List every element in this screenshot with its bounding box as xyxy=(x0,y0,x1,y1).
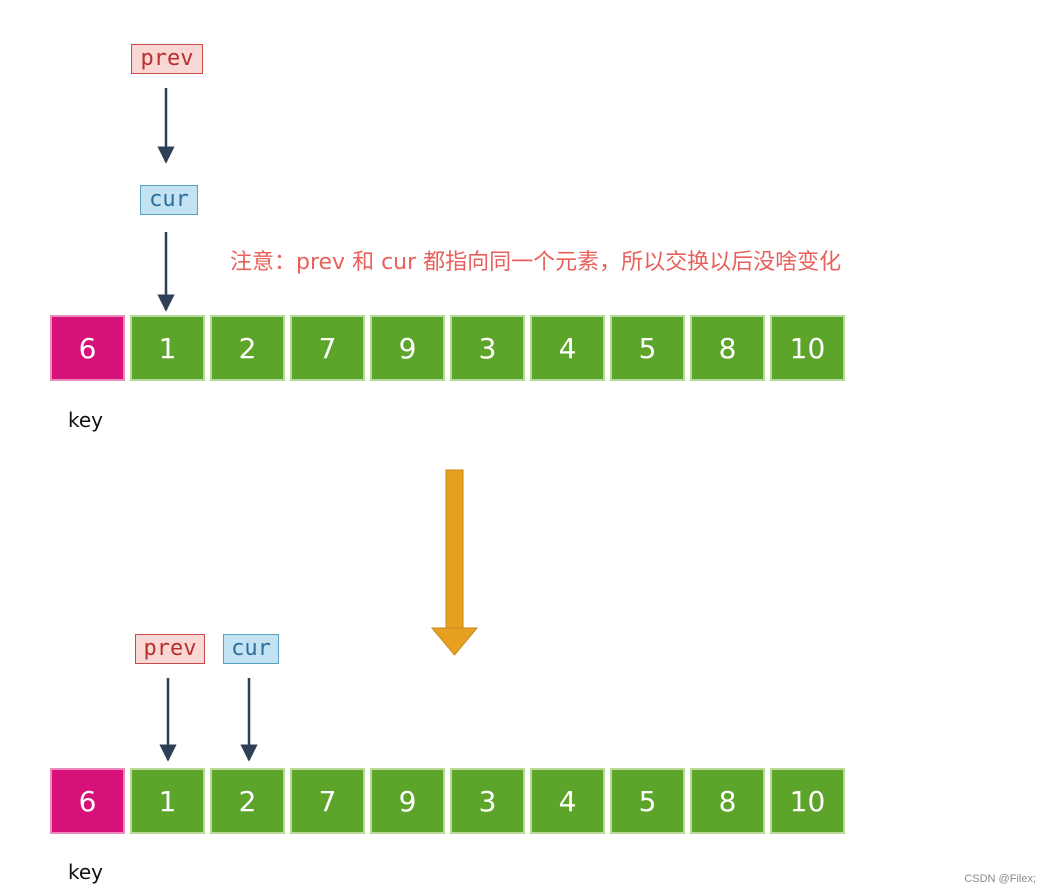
array-cell-key: 6 xyxy=(50,315,125,381)
prev-pointer-label-top: prev xyxy=(131,44,203,74)
array-cell: 2 xyxy=(210,315,285,381)
array-cell: 8 xyxy=(690,768,765,834)
array-cell: 10 xyxy=(770,315,845,381)
array-cell: 1 xyxy=(130,315,205,381)
array-cell: 3 xyxy=(450,768,525,834)
array-cell: 8 xyxy=(690,315,765,381)
array-top: 6 1 2 7 9 3 4 5 8 10 xyxy=(50,315,845,381)
note-text: 注意：prev 和 cur 都指向同一个元素，所以交换以后没啥变化 xyxy=(230,250,842,275)
array-bottom: 6 1 2 7 9 3 4 5 8 10 xyxy=(50,768,845,834)
array-cell: 4 xyxy=(530,768,605,834)
array-cell: 2 xyxy=(210,768,285,834)
key-label-bottom: key xyxy=(68,860,104,884)
array-cell: 10 xyxy=(770,768,845,834)
array-cell: 7 xyxy=(290,315,365,381)
key-label-top: key xyxy=(68,408,104,432)
transition-down-arrow xyxy=(430,469,479,656)
array-cell: 4 xyxy=(530,315,605,381)
array-cell-key: 6 xyxy=(50,768,125,834)
array-cell: 1 xyxy=(130,768,205,834)
cur-pointer-label-bottom: cur xyxy=(223,634,279,664)
prev-pointer-label-bottom: prev xyxy=(135,634,205,664)
array-cell: 5 xyxy=(610,768,685,834)
cur-pointer-label-top: cur xyxy=(140,185,198,215)
watermark: CSDN @Filex; xyxy=(964,873,1036,885)
array-cell: 3 xyxy=(450,315,525,381)
array-cell: 7 xyxy=(290,768,365,834)
array-cell: 9 xyxy=(370,768,445,834)
array-cell: 5 xyxy=(610,315,685,381)
array-cell: 9 xyxy=(370,315,445,381)
